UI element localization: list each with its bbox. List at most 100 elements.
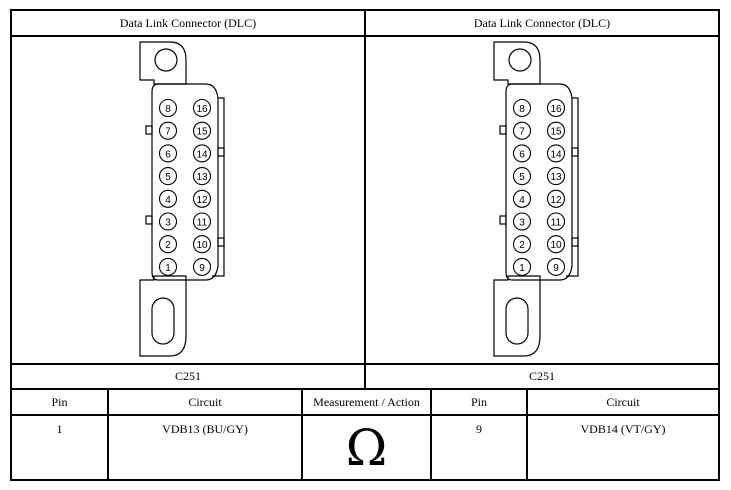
pin-circle bbox=[192, 144, 212, 163]
header-circuit-b: Circuit bbox=[606, 394, 640, 409]
header-circuit-a: Circuit bbox=[188, 394, 222, 409]
mounting-slot bbox=[505, 297, 529, 345]
connector-rim bbox=[566, 97, 579, 277]
pin-label: 13 bbox=[196, 172, 208, 183]
pin-circle bbox=[512, 144, 532, 163]
pin-label: 15 bbox=[196, 127, 208, 138]
pin-label: 13 bbox=[550, 172, 562, 183]
side-clip bbox=[145, 215, 153, 225]
pin-label: 5 bbox=[519, 172, 525, 183]
left-connector-title: Data Link Connector (DLC) bbox=[119, 15, 257, 30]
grid-line bbox=[107, 388, 109, 479]
row-circuit-a: VDB13 (BU/GY) bbox=[162, 422, 248, 436]
pin-label: 7 bbox=[165, 127, 171, 138]
pin-label: 12 bbox=[196, 195, 208, 206]
pin-label: 10 bbox=[196, 240, 208, 251]
connector-rim bbox=[212, 97, 225, 277]
pin-circle bbox=[512, 257, 532, 276]
pin-circle bbox=[158, 189, 178, 208]
pin-circle bbox=[546, 167, 566, 186]
header-pin-b: Pin bbox=[470, 394, 487, 409]
pin-label: 1 bbox=[519, 263, 525, 274]
pin-circle bbox=[192, 257, 212, 276]
pin-circle bbox=[158, 235, 178, 254]
right-connector-title: Data Link Connector (DLC) bbox=[473, 15, 611, 30]
pin-circle bbox=[192, 189, 212, 208]
side-clip bbox=[145, 125, 153, 135]
pin-label: 10 bbox=[550, 240, 562, 251]
pin-circle bbox=[546, 257, 566, 276]
pin-label: 6 bbox=[165, 149, 171, 160]
pin-label: 12 bbox=[550, 195, 562, 206]
pin-label: 1 bbox=[165, 263, 171, 274]
grid-line bbox=[12, 414, 718, 416]
pin-label: 14 bbox=[196, 149, 208, 160]
side-clip bbox=[499, 215, 507, 225]
pin-circle bbox=[546, 235, 566, 254]
pin-circle bbox=[512, 98, 532, 118]
pin-circle bbox=[192, 98, 212, 118]
pin-circle bbox=[158, 212, 178, 231]
mounting-slot bbox=[151, 297, 175, 345]
pin-circle bbox=[192, 212, 212, 231]
pin-circle bbox=[512, 235, 532, 254]
mounting-hole bbox=[154, 48, 178, 72]
grid-line bbox=[526, 388, 528, 479]
pin-label: 6 bbox=[519, 149, 525, 160]
pin-circle bbox=[158, 121, 178, 140]
pin-circle bbox=[512, 189, 532, 208]
pin-label: 3 bbox=[165, 218, 171, 229]
grid-line bbox=[301, 388, 303, 479]
pin-circle bbox=[192, 121, 212, 140]
grid-line bbox=[430, 388, 432, 479]
side-clip bbox=[499, 125, 507, 135]
mounting-tab bbox=[139, 41, 187, 85]
mounting-tab bbox=[493, 275, 541, 357]
pin-label: 8 bbox=[165, 104, 171, 115]
pin-label: 2 bbox=[519, 240, 525, 251]
pin-circle bbox=[546, 189, 566, 208]
pin-label: 9 bbox=[553, 263, 559, 274]
pin-circle bbox=[512, 212, 532, 231]
side-clip bbox=[217, 147, 225, 157]
left-connector-id: C251 bbox=[174, 369, 201, 383]
header-measurement: Measurement / Action bbox=[313, 394, 420, 409]
pin-label: 4 bbox=[519, 195, 525, 206]
pin-circle bbox=[546, 212, 566, 231]
pin-label: 2 bbox=[165, 240, 171, 251]
ohm-symbol: Ω bbox=[345, 418, 388, 477]
mounting-tab bbox=[139, 275, 187, 357]
row-pin-a: 1 bbox=[56, 422, 63, 436]
row-pin-b: 9 bbox=[476, 422, 482, 436]
pin-label: 9 bbox=[199, 263, 205, 274]
mounting-tab bbox=[493, 41, 541, 85]
header-pin-a: Pin bbox=[51, 394, 68, 409]
pin-circle bbox=[192, 167, 212, 186]
connector-body bbox=[505, 83, 573, 281]
pin-label: 3 bbox=[519, 218, 525, 229]
grid-line bbox=[12, 388, 718, 390]
pin-circle bbox=[158, 257, 178, 276]
grid-line bbox=[12, 35, 718, 37]
pinout-table: Data Link Connector (DLC) Data Link Conn… bbox=[10, 9, 720, 481]
grid-line bbox=[364, 11, 366, 390]
row-circuit-b: VDB14 (VT/GY) bbox=[580, 422, 666, 436]
pin-circle bbox=[546, 121, 566, 140]
pin-circle bbox=[158, 167, 178, 186]
right-connector-id: C251 bbox=[528, 369, 555, 383]
connector-body bbox=[151, 83, 219, 281]
pin-circle bbox=[546, 98, 566, 118]
pin-label: 8 bbox=[519, 104, 525, 115]
pin-circle bbox=[158, 98, 178, 118]
pin-label: 11 bbox=[551, 218, 562, 229]
pin-label: 16 bbox=[196, 104, 208, 115]
pin-circle bbox=[192, 235, 212, 254]
pin-circle bbox=[158, 144, 178, 163]
mounting-hole bbox=[508, 48, 532, 72]
grid-line bbox=[12, 363, 718, 365]
pin-label: 4 bbox=[165, 195, 171, 206]
pin-label: 7 bbox=[519, 127, 525, 138]
